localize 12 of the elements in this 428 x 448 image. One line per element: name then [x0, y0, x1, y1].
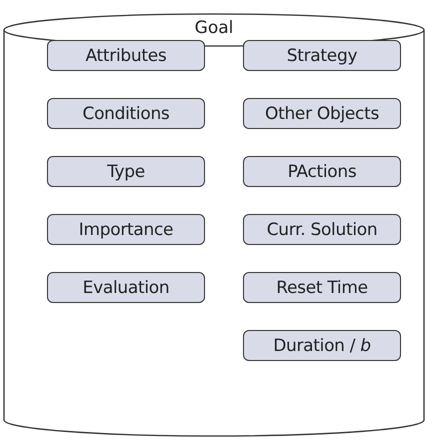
attribute-box: Type [47, 156, 205, 187]
attribute-box: Duration / b [243, 330, 401, 361]
attribute-box: PActions [243, 156, 401, 187]
cylinder-title: Goal [194, 18, 234, 38]
attribute-box: Curr. Solution [243, 214, 401, 245]
attribute-box: Strategy [243, 40, 401, 71]
attribute-box: Other Objects [243, 98, 401, 129]
attribute-box: Importance [47, 214, 205, 245]
attribute-box: Conditions [47, 98, 205, 129]
attribute-box: Reset Time [243, 272, 401, 303]
attribute-box: Attributes [47, 40, 205, 71]
attribute-box: Evaluation [47, 272, 205, 303]
